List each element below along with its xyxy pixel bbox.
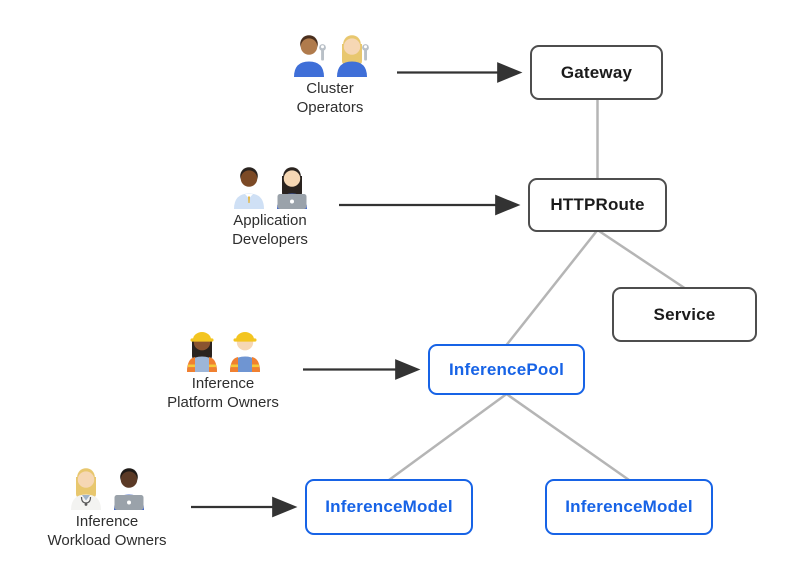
persona-platform-owners-label: Inference Platform Owners bbox=[167, 375, 279, 411]
node-inferencemodel-1-label: InferenceModel bbox=[325, 497, 453, 516]
node-service-label: Service bbox=[653, 304, 716, 324]
persona-workload-owners-label: Inference Workload Owners bbox=[47, 513, 167, 549]
edge-inferencepool-inferencemodel-1 bbox=[388, 392, 508, 482]
persona-cluster-operators-label: Cluster Operators bbox=[296, 80, 364, 116]
node-httproute: HTTPRoute bbox=[528, 178, 667, 232]
edge-httproute-inferencepool bbox=[505, 229, 599, 346]
node-inferencemodel-1: InferenceModel bbox=[305, 479, 473, 535]
node-inferencepool-label: InferencePool bbox=[448, 359, 565, 379]
edge-inferencepool-inferencemodel-2 bbox=[505, 392, 630, 482]
persona-cluster-operators: Cluster Operators bbox=[245, 31, 415, 118]
persona-application-developers: Application Developers bbox=[185, 163, 355, 250]
application-developers-icon bbox=[185, 163, 355, 209]
node-httproute-label: HTTPRoute bbox=[550, 195, 645, 214]
edge-httproute-service bbox=[596, 228, 686, 290]
node-gateway: Gateway bbox=[530, 45, 663, 100]
node-gateway-label: Gateway bbox=[560, 62, 633, 82]
persona-inference-workload-owners: Inference Workload Owners bbox=[22, 464, 192, 551]
node-service: Service bbox=[612, 287, 757, 342]
node-inferencepool: InferencePool bbox=[428, 344, 585, 395]
node-inferencemodel-2-label: InferenceModel bbox=[565, 497, 693, 516]
workload-owners-icon bbox=[22, 464, 192, 510]
persona-inference-platform-owners: Inference Platform Owners bbox=[138, 326, 308, 413]
platform-owners-construction-icon bbox=[138, 326, 308, 372]
persona-application-developers-label: Application Developers bbox=[232, 212, 308, 248]
cluster-operators-mechanics-icon bbox=[245, 31, 415, 77]
node-inferencemodel-2: InferenceModel bbox=[545, 479, 713, 535]
